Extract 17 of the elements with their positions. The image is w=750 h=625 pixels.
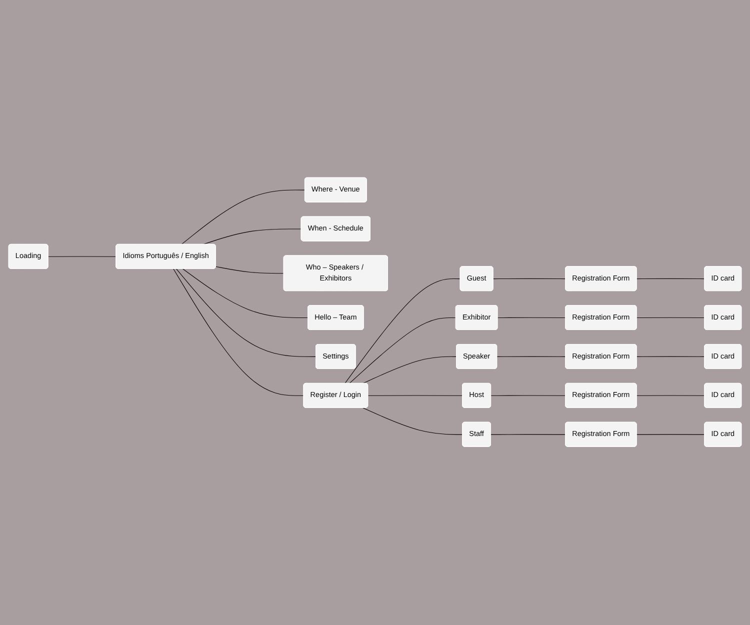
connector [176,268,316,358]
connector [636,434,705,436]
connector [636,278,705,280]
connector [181,190,306,246]
connector [490,434,566,436]
connector [636,356,705,358]
connector [496,356,566,358]
connector [216,266,284,274]
connector [344,278,461,384]
connector [173,268,304,396]
connector [362,356,457,384]
connector [349,318,456,384]
connector [48,256,116,258]
connector [182,268,308,318]
connector [202,229,302,246]
connector [492,278,566,280]
connector [362,408,463,436]
